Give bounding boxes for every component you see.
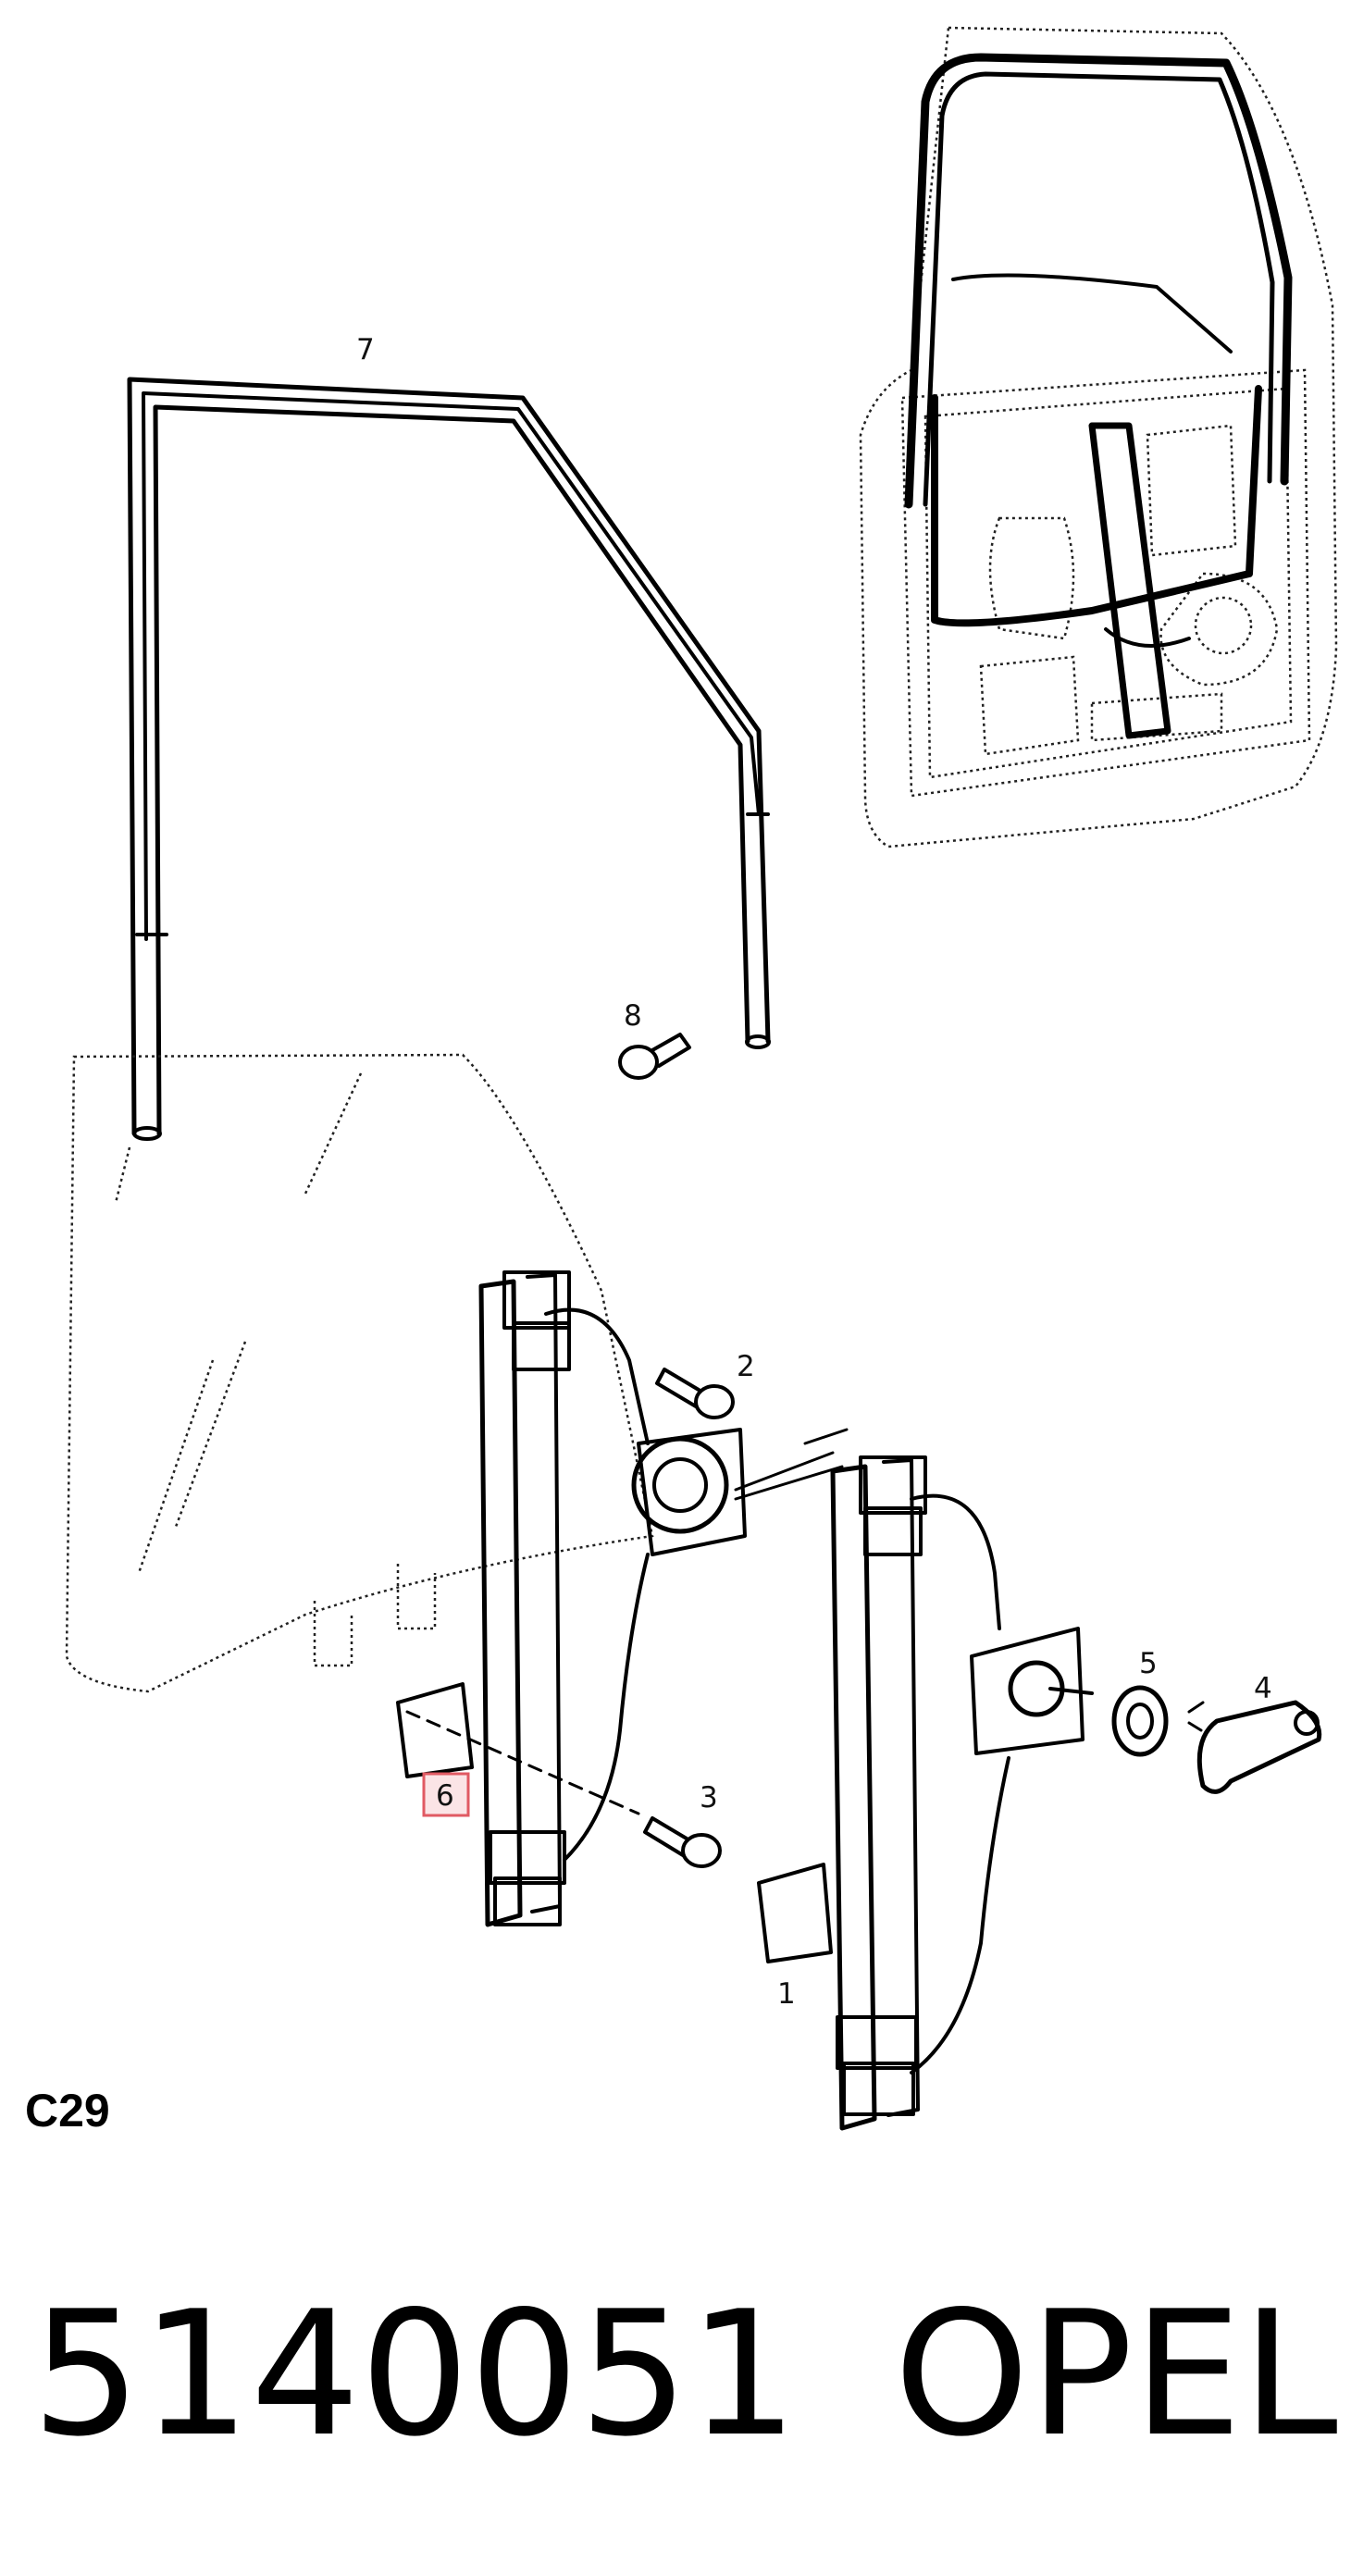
crank-handle-4-illustration: [1187, 1700, 1322, 1794]
callout-6: 6: [436, 1779, 454, 1813]
window-glass-illustration: [65, 1053, 654, 1693]
callout-8: 8: [624, 999, 642, 1033]
section-code: C29: [25, 2085, 110, 2136]
callout-7: 7: [356, 333, 375, 366]
part-number: 5140051: [31, 2273, 798, 2474]
callout-1: 1: [777, 1977, 796, 2011]
callout-labels: 7 8 2 5 4 6 3 1: [356, 333, 1272, 2011]
manual-window-regulator-illustration: [757, 1455, 1094, 2131]
callout-2: 2: [737, 1350, 755, 1383]
callout-3: 3: [700, 1781, 718, 1814]
power-window-regulator-illustration: [396, 1270, 849, 1927]
window-channel-seal-illustration: [127, 377, 771, 1141]
bolt-3-illustration: [405, 1710, 722, 1868]
brand-name: OPEL: [894, 2273, 1338, 2474]
bolt-8-illustration: [618, 1033, 691, 1080]
callout-5: 5: [1139, 1647, 1158, 1680]
bolt-2-illustration: [655, 1368, 735, 1419]
door-shell-illustration: [859, 26, 1338, 848]
washer-5-illustration: [1111, 1685, 1169, 1757]
callout-6-highlight-box: [422, 1772, 470, 1817]
callout-4: 4: [1254, 1672, 1272, 1705]
